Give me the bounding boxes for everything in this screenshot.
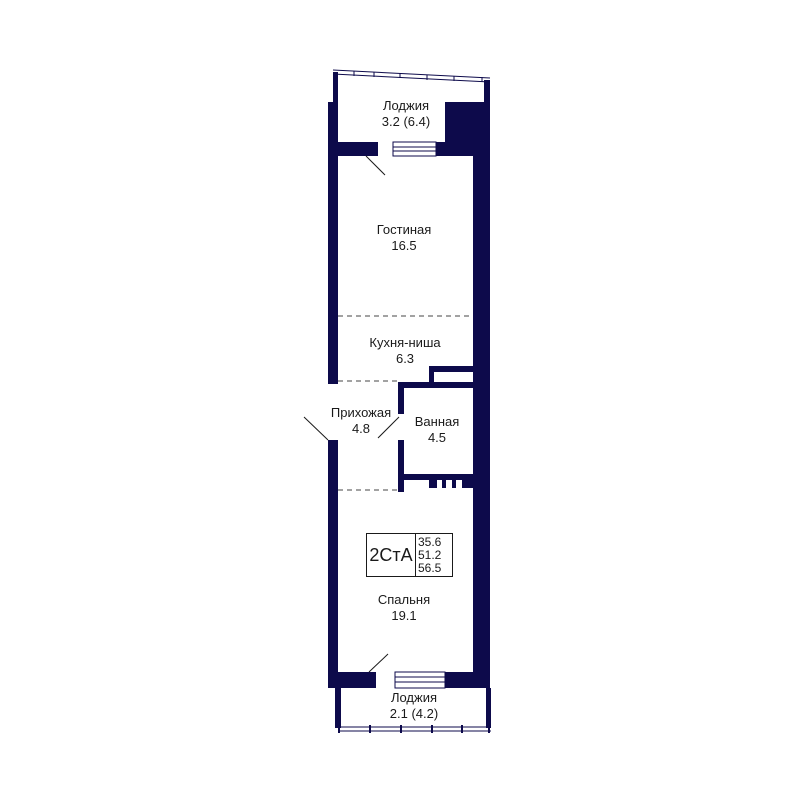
room-bedroom: Спальня 19.1 [378,592,430,624]
apartment-areas: 35.6 51.2 56.5 [416,534,452,576]
zone-separators [338,315,473,491]
loggia-top-glazing [332,69,491,83]
area-living: 35.6 [418,534,442,549]
room-loggia-top: Лоджия 3.2 (6.4) [382,98,430,130]
room-area: 16.5 [391,238,417,253]
apartment-type-code: 2СтА [367,534,416,576]
room-bathroom: Ванная 4.5 [415,414,460,446]
area-total-with-loggia: 56.5 [418,560,442,575]
room-name: Лоджия [390,690,438,705]
shafts [437,372,464,488]
room-area: 19.1 [391,608,417,623]
windows [392,141,446,689]
room-area: 3.2 (6.4) [381,114,431,129]
apartment-type-badge: 2СтА 35.6 51.2 56.5 [366,533,453,577]
room-kitchen: Кухня-ниша 6.3 [369,335,440,367]
room-name: Гостиная [376,222,432,237]
room-living: Гостиная 16.5 [377,222,432,254]
room-area: 2.1 (4.2) [389,706,439,721]
doors [303,155,400,673]
room-area: 4.8 [351,421,371,436]
room-name: Кухня-ниша [369,335,441,350]
room-hallway: Прихожая 4.8 [331,405,391,437]
walls [328,72,491,728]
room-area: 4.5 [427,430,447,445]
loggia-bottom-glazing [338,725,491,733]
area-total: 51.2 [418,547,442,562]
room-area: 6.3 [395,351,415,366]
room-name: Спальня [377,592,431,607]
room-name: Лоджия [382,98,430,113]
room-name: Прихожая [330,405,392,420]
room-name: Ванная [414,414,460,429]
room-loggia-bottom: Лоджия 2.1 (4.2) [390,690,438,722]
